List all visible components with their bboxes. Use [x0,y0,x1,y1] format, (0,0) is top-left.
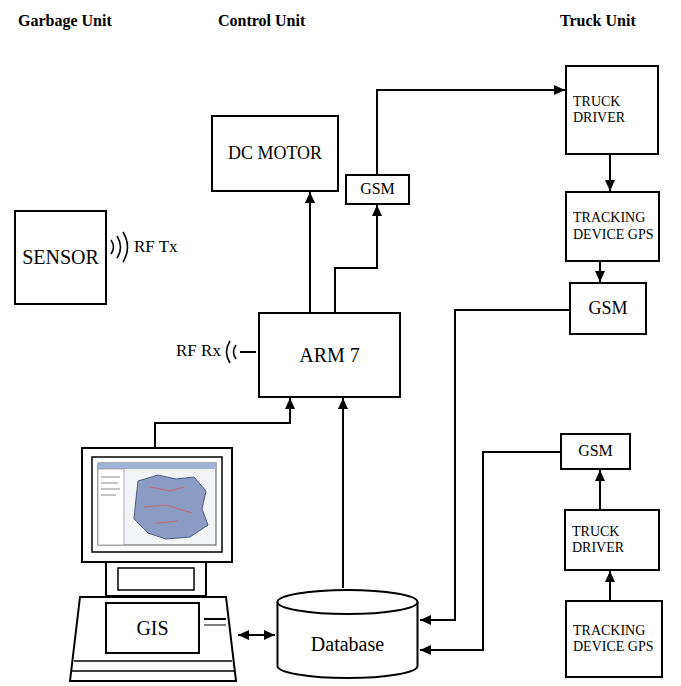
connector [155,398,295,447]
arrow-head [595,271,605,282]
node-text: Database [311,633,384,656]
connector-line [377,90,565,174]
cylinder-text-area: Database [279,618,416,670]
connector [377,85,565,174]
connector [605,155,615,191]
wave-arc [234,345,237,359]
tx-waves [111,232,128,262]
node-text: GSM [578,442,613,460]
rx-waves [227,341,257,363]
driver-box: TRUCK DRIVER [564,509,660,571]
arrow-head [605,571,615,582]
rx-lead [240,351,256,353]
arrow-head [554,85,565,95]
motor-box: DC MOTOR [211,115,339,192]
arrow-head [285,398,295,409]
gis-computer: GIS [66,447,238,683]
connector [335,205,382,312]
tracking-box: TRACKING DEVICE GPS [565,191,660,262]
connector [420,452,560,655]
node-text: TRUCK DRIVER [572,524,647,556]
wave-arc [123,232,128,262]
arrow-head [264,630,275,640]
arrow-head [338,398,348,409]
wave-arc [227,341,231,363]
signal-name: RF Tx [134,238,178,257]
arrow-head [605,180,615,191]
driver-box: TRUCK DRIVER [565,65,659,155]
gsm-box: GSM [345,174,410,205]
wave-arc [117,236,121,258]
arrow-head [372,205,382,216]
node-text: TRACKING DEVICE GPS [573,623,657,655]
connector [238,630,275,640]
sensor-box: SENSOR [14,210,107,305]
wave-arc [111,240,114,254]
gsm-box: GSM [560,433,631,470]
node-text: TRUCK DRIVER [573,94,648,126]
unit-heading: Truck Unit [560,12,636,30]
node-text: ARM 7 [299,344,360,367]
connector-line [335,205,377,312]
arrow-head [420,615,431,625]
gsm-box: GSM [569,282,647,335]
connector [305,192,315,312]
connector-line [420,452,560,650]
connector [338,398,348,588]
node-text: GIS [136,617,168,640]
arrow-head [238,630,249,640]
arrow-head [420,645,431,655]
controller-box: ARM 7 [258,312,401,398]
connector [420,310,569,625]
connector-line [155,398,290,447]
arrow-head [595,470,605,481]
node-text: SENSOR [22,246,99,269]
connector-line [420,310,569,620]
node-text: DC MOTOR [228,143,322,164]
node-text: GSM [588,298,627,319]
connector [595,262,605,282]
gis-label-box: GIS [105,602,200,654]
signal-name: RF Rx [176,342,221,361]
arrow-head [305,192,315,203]
unit-heading: Garbage Unit [18,12,112,30]
connector-line [309,192,311,312]
database-cylinder: Database [275,588,420,680]
node-text: TRACKING DEVICE GPS [573,210,654,242]
connector [605,571,615,600]
unit-heading: Control Unit [218,12,305,30]
connector-line [342,398,344,588]
tracking-box: TRACKING DEVICE GPS [565,600,663,678]
node-text: GSM [360,180,395,198]
connector [595,470,605,509]
